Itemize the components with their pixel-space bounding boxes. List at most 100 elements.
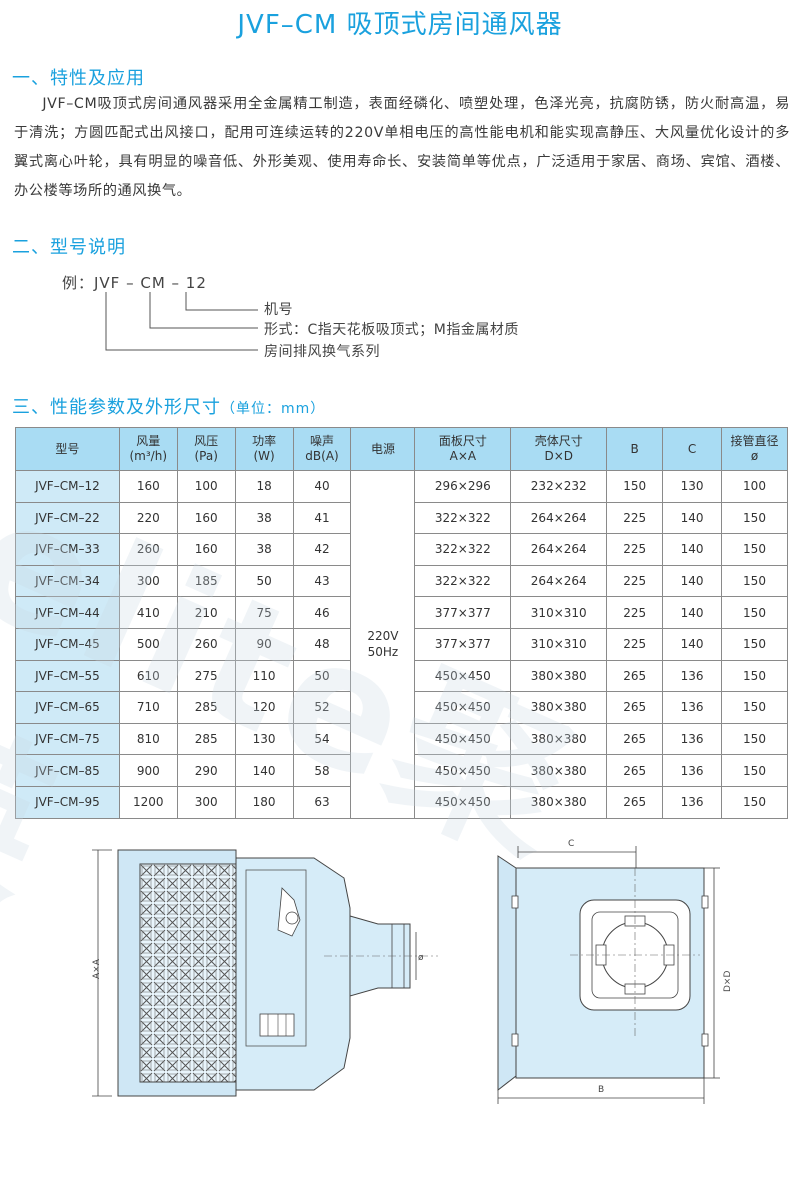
model-example: 例：JVF – CM – 12 xyxy=(62,274,207,292)
header-c: C xyxy=(662,427,722,471)
table-cell: 264×264 xyxy=(510,564,608,598)
dim-b-line xyxy=(497,1078,705,1104)
table-cell: 38 xyxy=(234,533,294,566)
table-cell: 225 xyxy=(606,501,664,535)
table-cell: 264×264 xyxy=(510,533,608,566)
table-cell: 225 xyxy=(606,533,664,566)
table-cell: 150 xyxy=(721,785,788,819)
table-cell: 150 xyxy=(721,596,788,629)
specs-unit: （单位：mm） xyxy=(221,401,326,417)
table-cell: 1200 xyxy=(118,785,178,819)
table-cell: 38 xyxy=(234,501,294,535)
table-cell: JVF–CM–65 xyxy=(15,691,120,724)
header-power: 功率(W) xyxy=(234,427,294,471)
table-cell: 140 xyxy=(662,501,722,535)
table-cell: 220 xyxy=(118,501,178,535)
front-view-drawing: C D×D B xyxy=(497,839,733,1104)
header-airflow: 风量(m³/h) xyxy=(118,427,178,471)
table-cell: 150 xyxy=(721,754,788,787)
table-cell: 150 xyxy=(721,659,788,693)
table-cell: 42 xyxy=(292,533,352,566)
table-cell: JVF–CM–75 xyxy=(15,722,120,756)
fan-housing xyxy=(235,857,351,1091)
model-bracket-lines xyxy=(105,292,258,351)
table-cell: 322×322 xyxy=(414,533,512,566)
table-cell: 180 xyxy=(234,785,294,819)
table-cell: 260 xyxy=(118,533,178,566)
table-cell: 150 xyxy=(721,564,788,598)
table-cell: 290 xyxy=(176,754,236,787)
table-cell: 264×264 xyxy=(510,501,608,535)
table-cell: 48 xyxy=(292,627,352,661)
table-cell: 110 xyxy=(234,659,294,693)
table-cell: 136 xyxy=(662,754,722,787)
section-heading-features: 一、特性及应用 xyxy=(12,68,145,89)
table-cell: 140 xyxy=(662,564,722,598)
table-cell: 380×380 xyxy=(510,754,608,787)
header-pressure: 风压(Pa) xyxy=(176,427,236,471)
table-cell: 380×380 xyxy=(510,659,608,693)
table-cell: 275 xyxy=(176,659,236,693)
table-cell: 160 xyxy=(118,470,178,503)
table-cell: JVF–CM–33 xyxy=(15,533,120,566)
features-paragraph: JVF–CM吸顶式房间通风器采用全金属精工制造，表面经磷化、喷塑处理，色泽光亮，… xyxy=(14,96,790,199)
table-cell: 100 xyxy=(176,470,236,503)
table-cell: 150 xyxy=(721,501,788,535)
table-cell: 130 xyxy=(234,722,294,756)
table-cell: 265 xyxy=(606,691,664,724)
table-cell: 160 xyxy=(176,501,236,535)
table-cell: 41 xyxy=(292,501,352,535)
motor-terminal xyxy=(259,1013,295,1037)
table-cell: 310×310 xyxy=(510,627,608,661)
table-cell: 52 xyxy=(292,691,352,724)
table-cell: 450×450 xyxy=(414,754,512,787)
table-cell: 377×377 xyxy=(414,596,512,629)
table-cell: 300 xyxy=(176,785,236,819)
table-cell: JVF–CM–34 xyxy=(15,564,120,598)
table-cell: 140 xyxy=(662,533,722,566)
table-cell: 322×322 xyxy=(414,501,512,535)
table-cell: 300 xyxy=(118,564,178,598)
table-cell: JVF–CM–22 xyxy=(15,501,120,535)
table-cell: 210 xyxy=(176,596,236,629)
table-cell: JVF–CM–55 xyxy=(15,659,120,693)
table-cell: 810 xyxy=(118,722,178,756)
dim-phi-label: ø xyxy=(418,953,424,963)
table-cell: 377×377 xyxy=(414,627,512,661)
table-cell: 46 xyxy=(292,596,352,629)
dim-a-label: A×A xyxy=(92,958,102,979)
table-cell: 54 xyxy=(292,722,352,756)
table-cell: JVF–CM–44 xyxy=(15,596,120,629)
table-cell: 380×380 xyxy=(510,785,608,819)
grille-pattern xyxy=(139,863,237,1083)
table-cell: 140 xyxy=(234,754,294,787)
table-cell: 160 xyxy=(176,533,236,566)
table-cell: 610 xyxy=(118,659,178,693)
dim-d-line xyxy=(704,867,720,1079)
dim-c-label: C xyxy=(568,839,574,849)
table-cell: 136 xyxy=(662,691,722,724)
table-cell: 410 xyxy=(118,596,178,629)
model-desc-series: 房间排风换气系列 xyxy=(264,344,380,360)
table-cell: 710 xyxy=(118,691,178,724)
table-cell: 450×450 xyxy=(414,785,512,819)
model-desc-machine-number: 机号 xyxy=(264,302,293,318)
table-cell: 58 xyxy=(292,754,352,787)
table-cell: 185 xyxy=(176,564,236,598)
table-cell: JVF–CM–85 xyxy=(15,754,120,787)
table-cell: 232×232 xyxy=(510,470,608,503)
table-cell: 265 xyxy=(606,785,664,819)
motor-bracket xyxy=(277,887,301,937)
table-cell: JVF–CM–95 xyxy=(15,785,120,819)
